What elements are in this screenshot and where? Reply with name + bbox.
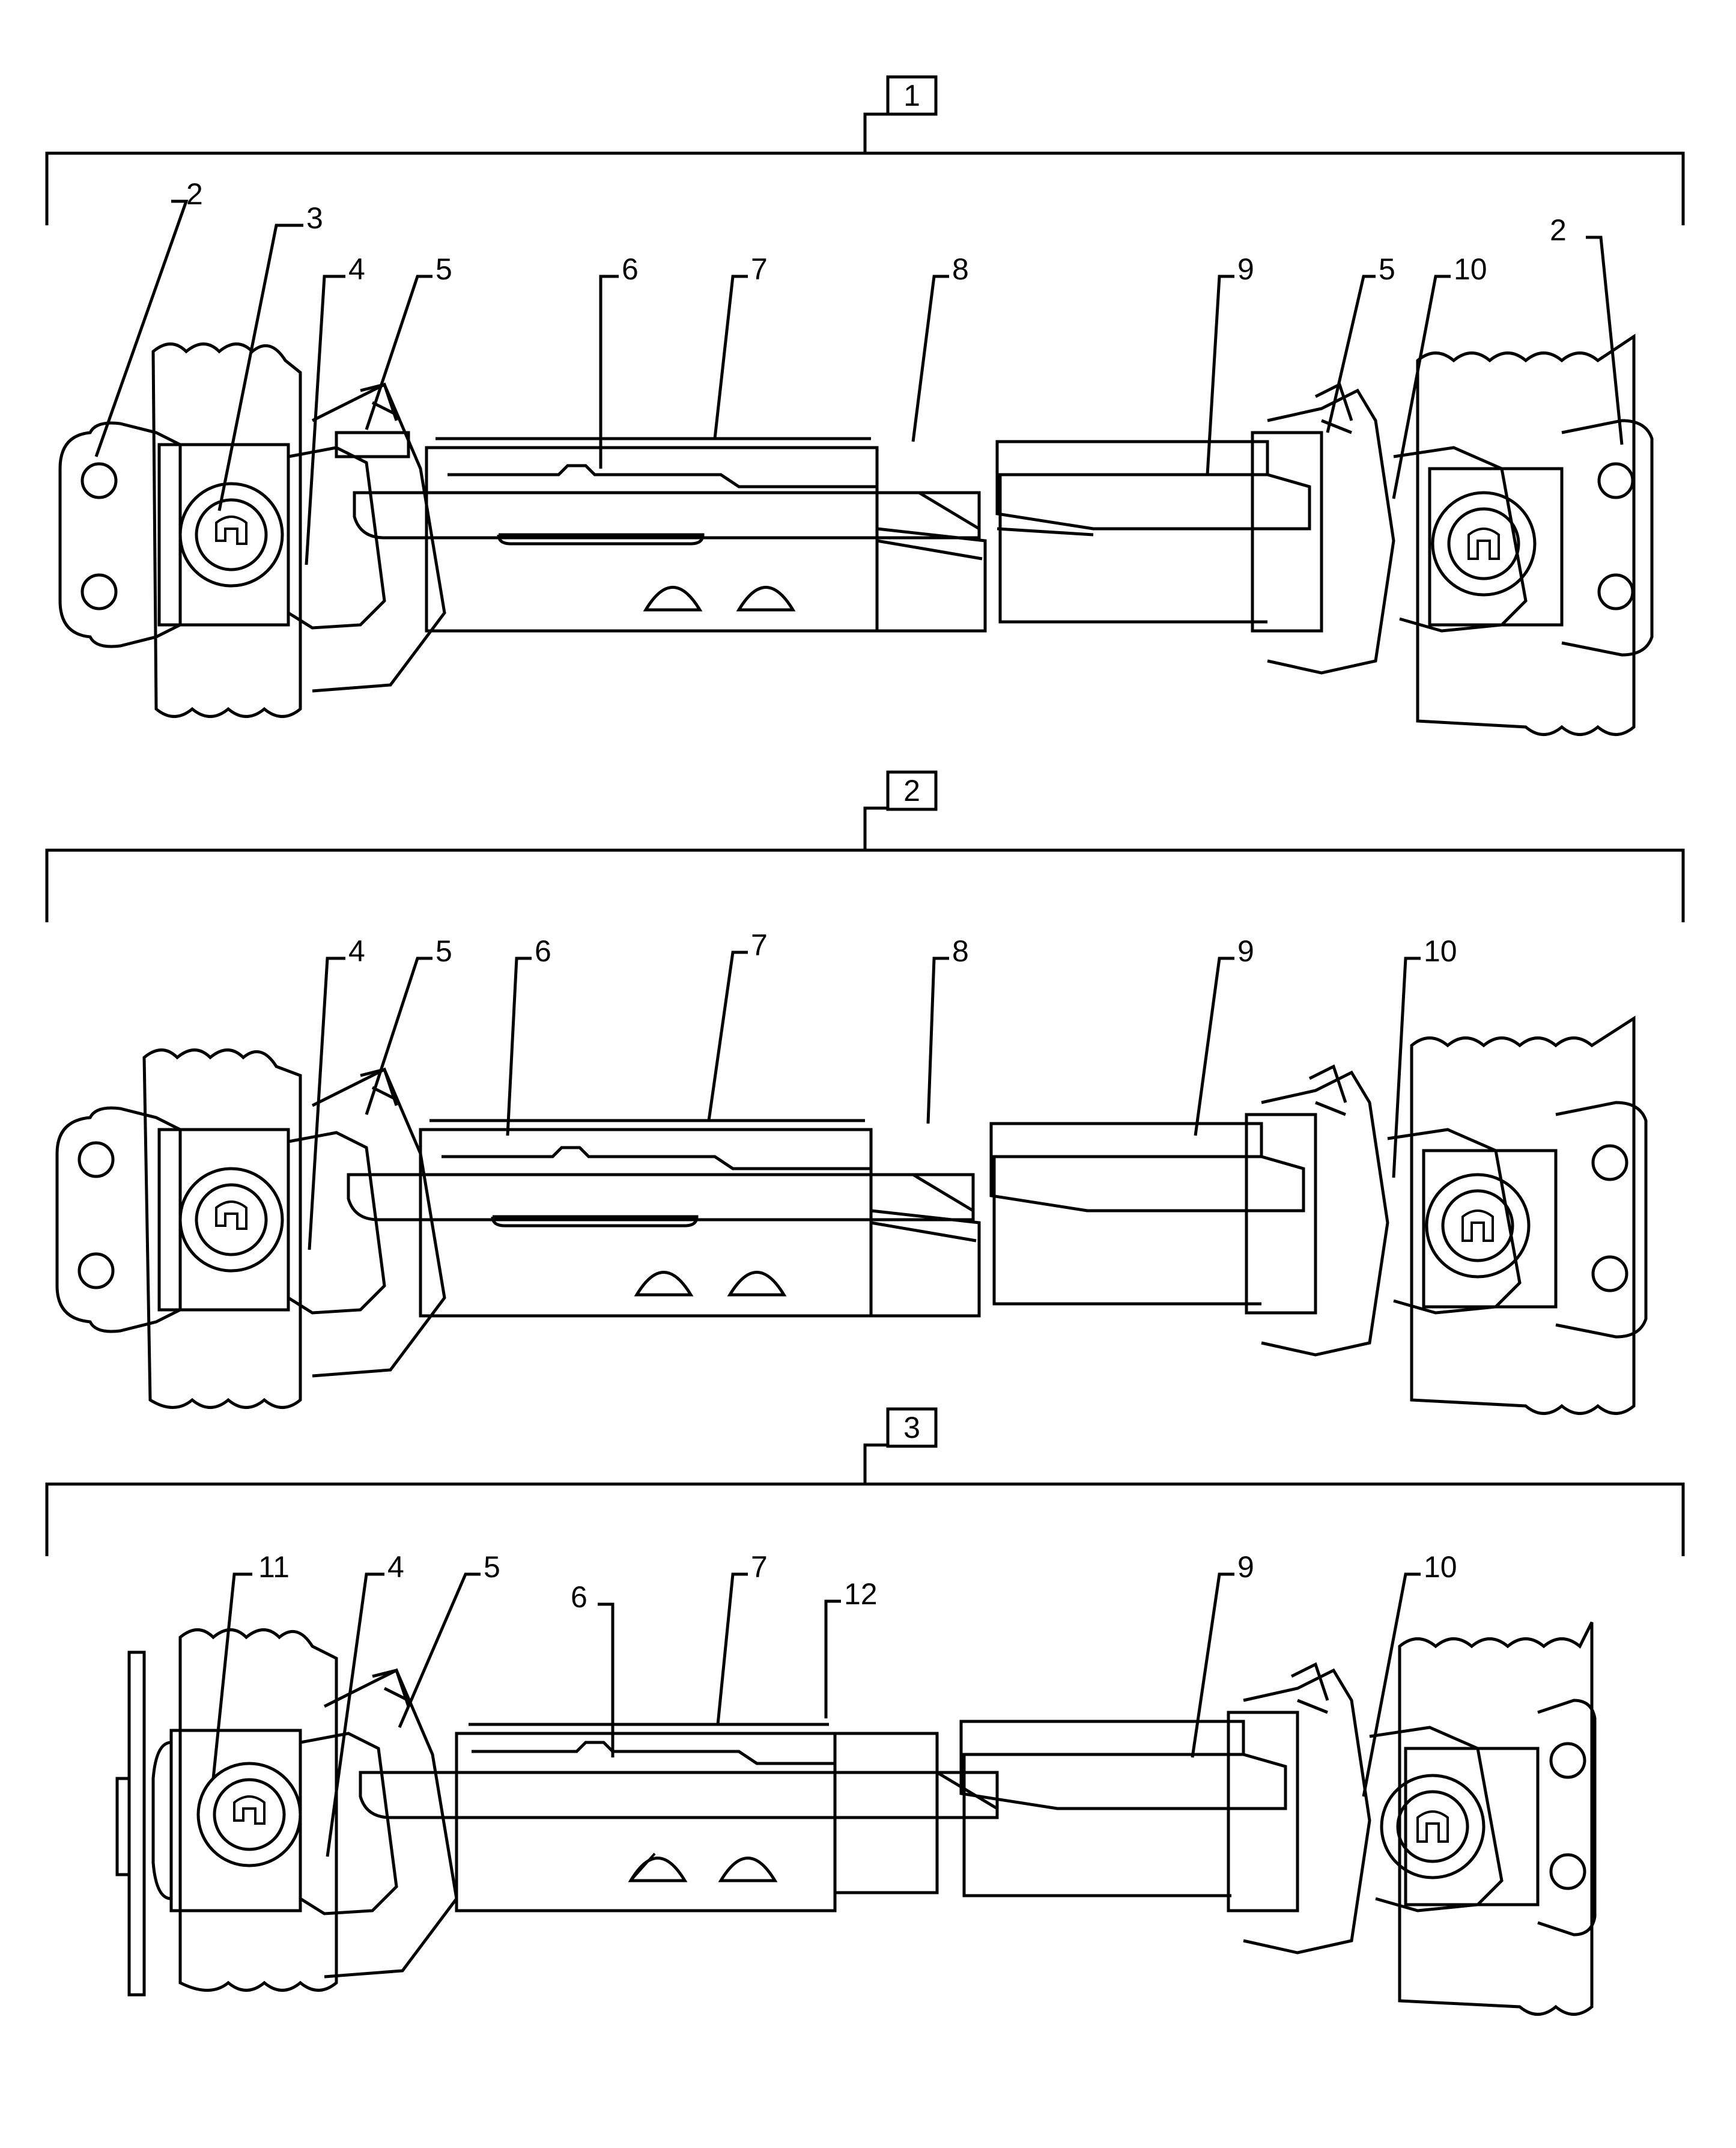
callout-g3-4: 7 xyxy=(751,1550,768,1584)
callout-g3-2: 5 xyxy=(484,1550,500,1584)
callout-g3-0: 11 xyxy=(258,1550,290,1584)
group-label-box xyxy=(886,1407,938,1448)
callout-g1-8: 5 xyxy=(1379,252,1395,286)
callout-g3-6: 9 xyxy=(1237,1550,1254,1584)
callout-g1-3: 5 xyxy=(436,252,452,286)
callout-g2-0: 4 xyxy=(348,934,365,968)
group-2-label: 2 xyxy=(903,774,920,808)
outer-tube-guard xyxy=(455,1732,837,1912)
callout-g2-6: 10 xyxy=(1424,934,1457,968)
callout-g1-5: 7 xyxy=(751,252,768,286)
group-bracket xyxy=(45,112,1685,225)
group-bracket xyxy=(45,1443,1685,1556)
group-label-box xyxy=(886,75,938,116)
callout-g2-2: 6 xyxy=(535,934,551,968)
group-bracket xyxy=(45,806,1685,922)
callout-g1-6: 8 xyxy=(952,252,969,286)
callout-g2-3: 7 xyxy=(751,928,768,962)
callout-g2-5: 9 xyxy=(1237,934,1254,968)
callout-g2-1: 5 xyxy=(436,934,452,968)
callout-g3-5: 12 xyxy=(844,1577,878,1611)
callout-g3-7: 10 xyxy=(1424,1550,1457,1584)
assembly-group-3 xyxy=(45,1407,1685,2016)
group-label-box xyxy=(886,770,938,811)
assembly-group-2 xyxy=(45,770,1685,1415)
callout-g3-1: 4 xyxy=(387,1550,404,1584)
callout-g1-4: 6 xyxy=(622,252,639,286)
assembly-group-1 xyxy=(45,75,1685,736)
callout-g1-0: 2 xyxy=(186,177,203,211)
callout-g1-7: 9 xyxy=(1237,252,1254,286)
callout-g3-3: 6 xyxy=(571,1580,587,1614)
callout-g1-9: 10 xyxy=(1454,252,1487,286)
callout-g1-1: 3 xyxy=(306,201,323,235)
callout-g1-10: 2 xyxy=(1550,213,1567,247)
group-3-label: 3 xyxy=(903,1411,920,1444)
group-1-label: 1 xyxy=(903,79,920,112)
callout-g1-2: 4 xyxy=(348,252,365,286)
callout-g2-4: 8 xyxy=(952,934,969,968)
